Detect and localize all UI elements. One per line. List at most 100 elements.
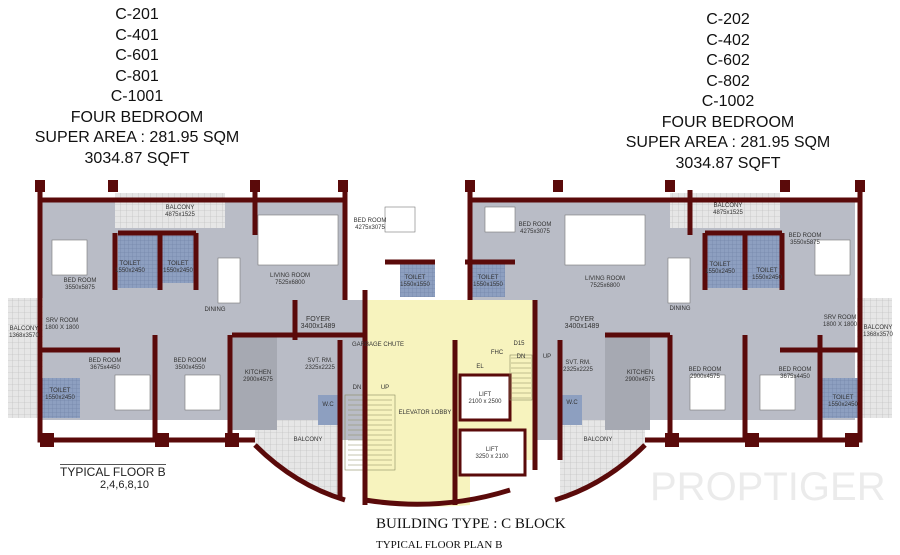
- core-label: FHC: [490, 350, 504, 356]
- bed: [814, 239, 851, 276]
- toilet-area: [820, 378, 858, 418]
- plan-caption: TYPICAL FLOOR PLAN B: [376, 539, 503, 551]
- balcony-side-right: [857, 298, 892, 418]
- toilet-area: [470, 262, 505, 297]
- lift-2: [458, 428, 527, 477]
- room-label: DINING: [669, 306, 691, 312]
- area-sqft: 3034.87 SQFT: [675, 154, 781, 172]
- walls: [37, 180, 863, 507]
- unit-type: FOUR BEDROOM: [70, 108, 204, 126]
- super-area: SUPER AREA : 281.95 SQM: [34, 129, 240, 146]
- watermark: PROPTIGER: [650, 465, 886, 509]
- room-label: SVT. RM.2325x2225: [563, 360, 593, 373]
- living-sofa-set: [257, 214, 339, 266]
- bed: [484, 206, 516, 233]
- unit-number: C-402: [706, 31, 750, 49]
- kitchen-area: [605, 335, 650, 430]
- floor-label-floors: 2,4,6,8,10: [100, 479, 149, 491]
- staircase-left: [344, 394, 396, 471]
- unit-number: C-1001: [110, 88, 164, 105]
- unit-number: C-401: [115, 26, 159, 44]
- columns: [35, 180, 865, 447]
- wc-area: [318, 395, 340, 425]
- unit-number: C-802: [706, 72, 750, 90]
- toilet-area: [745, 233, 781, 288]
- kitchen-area: [232, 335, 277, 430]
- building-type-caption: BUILDING TYPE : C BLOCK: [376, 516, 566, 532]
- unit-number: C-602: [706, 52, 750, 69]
- bed: [51, 239, 88, 276]
- toilet-area: [400, 262, 435, 297]
- core-label: UP: [380, 385, 390, 391]
- super-area: SUPER AREA : 281.95 SQM: [625, 134, 831, 151]
- room-label: W.C: [322, 402, 334, 408]
- left-unit-info: C-201 C-401 C-601 C-801 C-1001 FOUR BEDR…: [22, 5, 252, 169]
- unit-number: C-201: [115, 6, 159, 23]
- right-unit-info: C-202 C-402 C-602 C-802 C-1002 FOUR BEDR…: [612, 10, 844, 174]
- floor-label-title: TYPICAL FLOOR B: [60, 464, 166, 479]
- balcony-curve-left: [255, 420, 340, 500]
- core-label: ELEVATOR LOBBY: [398, 410, 452, 416]
- balcony-side-left: [8, 298, 43, 418]
- bed: [114, 374, 151, 411]
- room-label: BALCONY: [583, 437, 613, 443]
- room-label: DINING: [204, 307, 226, 313]
- core-label: DN: [516, 354, 526, 360]
- area-sqft: 3034.87 SQFT: [84, 149, 190, 167]
- core-label: GARBAGE CHUTE: [351, 342, 405, 348]
- unit-number: C-801: [115, 67, 159, 85]
- balcony-curve-right: [560, 420, 645, 500]
- furniture: [51, 206, 851, 411]
- unit-number: C-601: [115, 47, 159, 64]
- unit-type: FOUR BEDROOM: [661, 113, 795, 131]
- unit-number: C-202: [706, 11, 750, 28]
- bed: [384, 206, 416, 233]
- room-label: SVT. RM.2325x2225: [305, 358, 335, 371]
- bed: [689, 374, 726, 411]
- living-sofa-set: [564, 214, 646, 266]
- core-label: D15: [513, 341, 525, 347]
- room-label: W.C: [566, 400, 578, 406]
- core-label: UP: [542, 354, 552, 360]
- core-label: DN: [352, 385, 362, 391]
- staircase-right: [509, 354, 533, 401]
- unit-number: C-1002: [701, 93, 755, 110]
- dining-table: [667, 257, 691, 304]
- toilet-area: [42, 378, 80, 418]
- bed: [759, 374, 796, 411]
- bed: [184, 374, 221, 411]
- room-label: BALCONY: [293, 437, 323, 443]
- toilet-area: [118, 233, 160, 288]
- core-label: EL: [476, 364, 484, 370]
- dining-table: [217, 257, 241, 304]
